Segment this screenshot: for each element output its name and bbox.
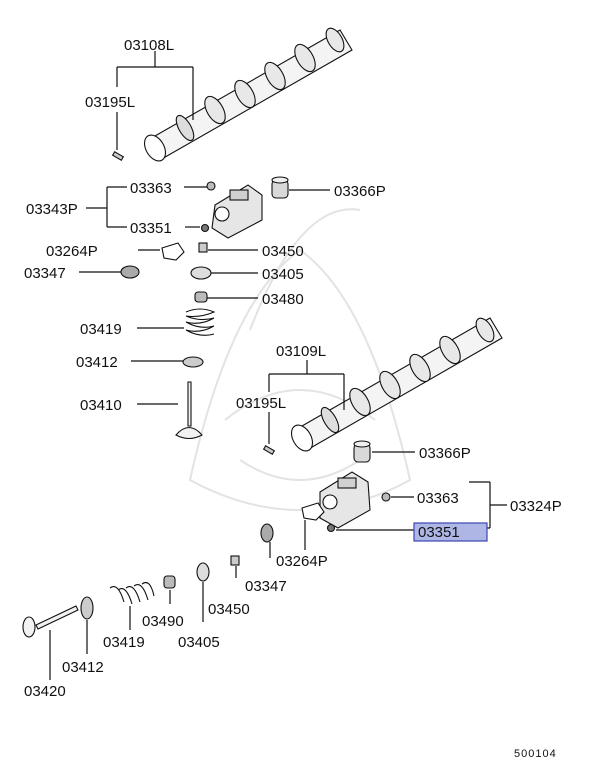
retainer-03450-top[interactable]: [198, 242, 208, 253]
screw-03351-top[interactable]: [200, 223, 210, 233]
retainer-03405-bottom[interactable]: [196, 562, 210, 582]
label-03419-top: 03419: [80, 321, 122, 338]
label-03324P: 03324P: [510, 498, 562, 515]
leaders-bottom-valve: [49, 520, 306, 680]
label-03412-bottom: 03412: [62, 659, 104, 676]
camshaft-bottom[interactable]: [287, 315, 503, 454]
label-03195L-top: 03195L: [85, 94, 135, 111]
leaders-bottom-rocker: [336, 451, 507, 531]
valve-spring-03419-bottom[interactable]: [109, 581, 155, 605]
label-03195L-bottom: 03195L: [236, 395, 286, 412]
label-03347-bottom: 03347: [245, 578, 287, 595]
label-03109L: 03109L: [276, 343, 326, 360]
nut-03363-bottom[interactable]: [381, 492, 391, 502]
label-03363-bottom: 03363: [417, 490, 459, 507]
lash-adjuster-top[interactable]: [271, 176, 289, 199]
label-03347-top: 03347: [24, 265, 66, 282]
screw-03351-bottom[interactable]: [326, 523, 336, 533]
label-03264P-bottom: 03264P: [276, 553, 328, 570]
rocker-pad-03264P-top[interactable]: [161, 242, 185, 261]
label-03108L: 03108L: [124, 37, 174, 54]
rocker-arm-assembly-bottom[interactable]: [319, 471, 371, 529]
dowel-pin-top[interactable]: [111, 151, 125, 161]
label-03366P-top: 03366P: [334, 183, 386, 200]
label-03450-bottom: 03450: [208, 601, 250, 618]
rocker-arm-assembly-top[interactable]: [211, 184, 263, 239]
label-03351-top: 03351: [130, 220, 172, 237]
dowel-pin-bottom[interactable]: [262, 445, 276, 455]
lash-adjuster-bottom[interactable]: [353, 440, 371, 463]
highlight-03351-bottom[interactable]: [413, 522, 488, 542]
camshaft-top[interactable]: [140, 25, 353, 164]
label-03450-top: 03450: [262, 243, 304, 260]
valve-03420[interactable]: [22, 605, 79, 638]
valve-seal-03480[interactable]: [194, 291, 208, 303]
washer-03347-bottom[interactable]: [260, 523, 274, 543]
spring-seat-03412-top[interactable]: [182, 356, 204, 368]
label-03363-top: 03363: [130, 180, 172, 197]
valve-seal-03490[interactable]: [163, 575, 176, 589]
label-03490: 03490: [142, 613, 184, 630]
washer-03347-top[interactable]: [120, 265, 140, 279]
leaders-top-camshaft: [116, 51, 194, 150]
label-03405-top: 03405: [262, 266, 304, 283]
label-03264P-top: 03264P: [46, 243, 98, 260]
label-03480: 03480: [262, 291, 304, 308]
leaders-top-valve: [79, 249, 258, 405]
valve-03410[interactable]: [175, 381, 203, 440]
leaders-bottom-camshaft: [268, 360, 345, 444]
nut-03363-top[interactable]: [206, 181, 216, 191]
rocker-pad-03264P-bottom[interactable]: [301, 502, 325, 521]
label-03366P-bottom: 03366P: [419, 445, 471, 462]
leaders-top-rocker: [86, 186, 330, 228]
label-03410: 03410: [80, 397, 122, 414]
retainer-03405-top[interactable]: [190, 266, 212, 280]
valve-spring-03419-top[interactable]: [185, 308, 216, 336]
label-03351-bottom[interactable]: 03351: [418, 524, 460, 541]
label-03412-top: 03412: [76, 354, 118, 371]
label-03419-bottom: 03419: [103, 634, 145, 651]
retainer-03450-bottom[interactable]: [230, 555, 240, 566]
label-03420: 03420: [24, 683, 66, 700]
label-03343P: 03343P: [26, 201, 78, 218]
label-03405-bottom: 03405: [178, 634, 220, 651]
figure-code: 500104: [514, 748, 557, 760]
spring-seat-03412-bottom[interactable]: [80, 596, 94, 620]
